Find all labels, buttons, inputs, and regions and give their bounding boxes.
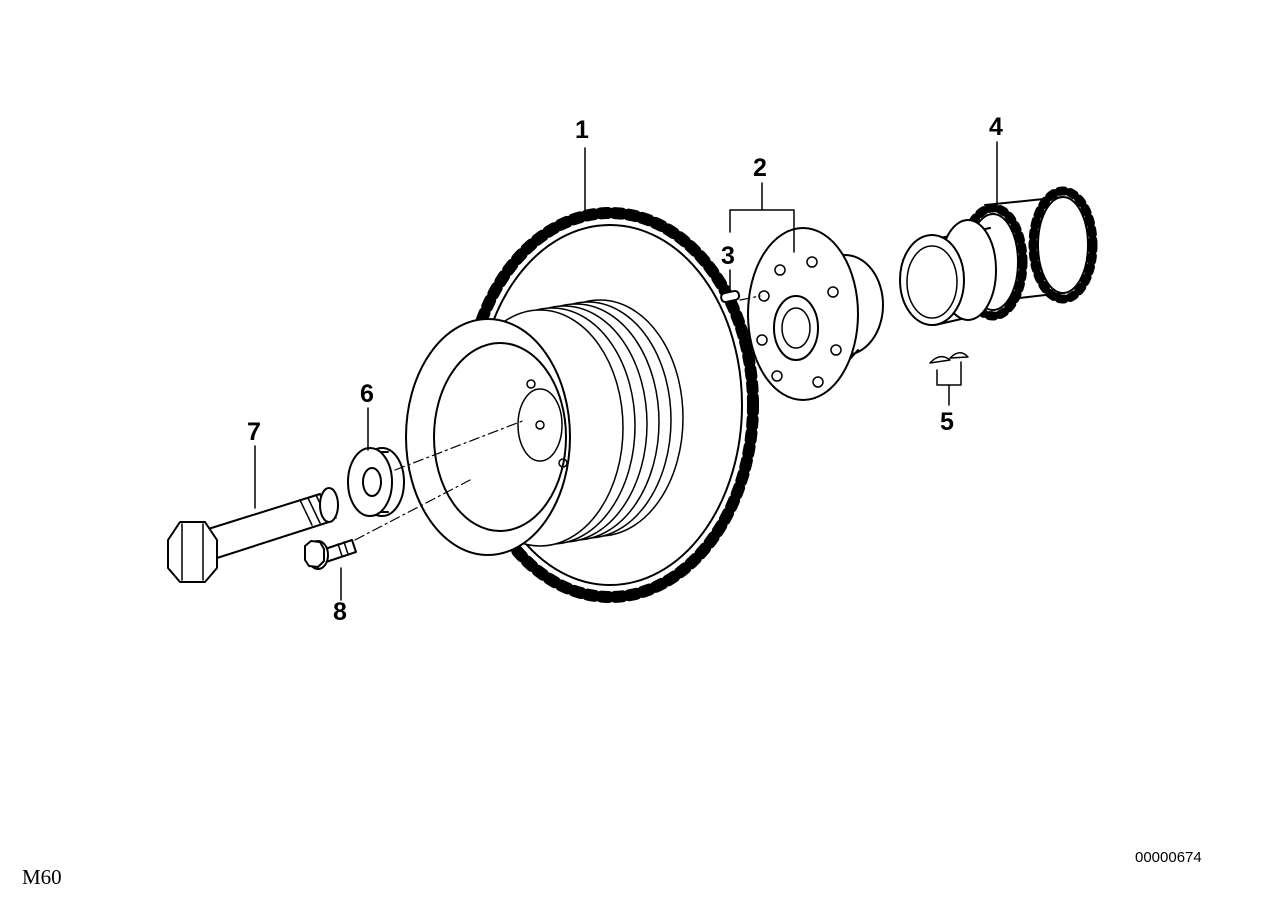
- drawing-number: 00000674: [1135, 849, 1202, 866]
- sprocket-sleeve-front: [899, 234, 965, 326]
- callout-8: 8: [333, 598, 347, 626]
- callout-4: 4: [989, 113, 1003, 141]
- hub-part-2: [720, 227, 884, 401]
- washer-part-6: [347, 447, 405, 517]
- callout-7: 7: [247, 418, 261, 446]
- callout-1: 1: [575, 116, 589, 144]
- central-bolt-part-7: [167, 487, 339, 583]
- callout-3: 3: [721, 242, 735, 270]
- callout-5: 5: [940, 408, 954, 436]
- leader-lines: [254, 141, 998, 601]
- pulley-front-rim: [405, 318, 571, 556]
- callout-6: 6: [360, 380, 374, 408]
- hub-bolt-holes: [756, 256, 842, 388]
- callout-2: 2: [753, 154, 767, 182]
- woodruff-keys-part-5: [929, 352, 969, 364]
- model-label: M60: [22, 865, 62, 889]
- sprocket-part-4: [899, 186, 1098, 326]
- small-bolt-part-8: [304, 539, 357, 570]
- dowel-pin-part-3: [720, 289, 741, 304]
- vibration-damper-part-1: [405, 207, 759, 603]
- alignment-axis-lines: [354, 295, 761, 541]
